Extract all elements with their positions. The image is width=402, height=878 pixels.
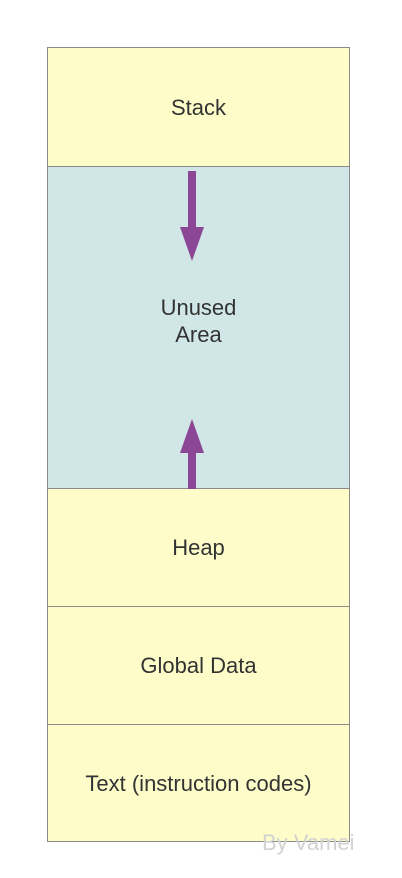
stack-segment: Stack [48,48,349,167]
unused-area-label: Unused Area [48,294,349,348]
text-segment: Text (instruction codes) [48,725,349,841]
global-data-label: Global Data [140,653,257,678]
heap-segment: Heap [48,489,349,607]
heap-label: Heap [172,535,225,560]
heap-arrow-shaft [188,453,196,489]
stack-arrow-head [180,227,204,261]
unused-area-label-line1: Unused [160,295,237,320]
stack-growth-arrow-down-icon [180,171,204,261]
memory-layout-diagram: Stack Unused Area Heap Global Data Text … [47,47,350,842]
watermark: By Vamei [262,830,355,855]
heap-arrow-head [180,419,204,453]
stack-label: Stack [170,94,227,120]
stack-arrow-shaft [188,171,196,227]
unused-area-segment: Unused Area [48,167,349,489]
text-segment-label: Text (instruction codes) [85,770,312,796]
heap-growth-arrow-up-icon [180,419,204,489]
global-data-segment: Global Data [48,607,349,725]
unused-area-label-line2: Area [175,322,222,347]
